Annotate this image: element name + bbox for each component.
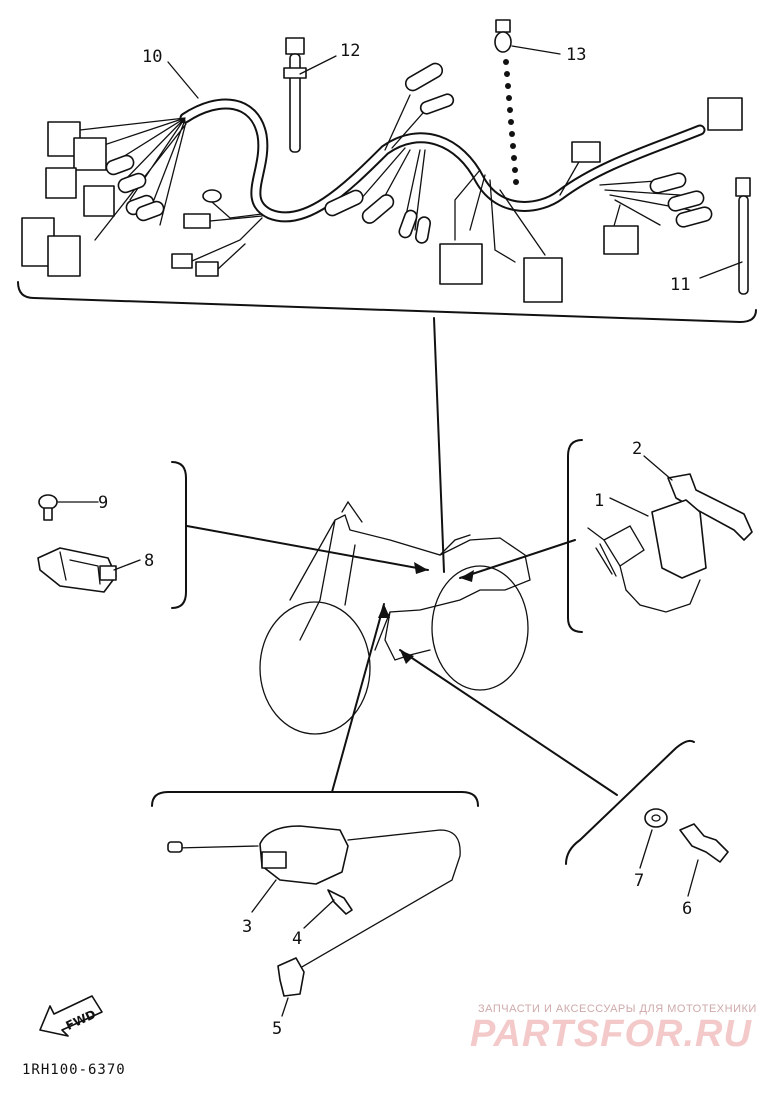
bullet-connector	[414, 216, 432, 244]
connector-small	[195, 261, 219, 277]
connector-block	[707, 97, 743, 131]
motorcycle-outline	[259, 500, 531, 735]
callout-10: 10	[142, 47, 162, 67]
connector-sleeve	[117, 172, 147, 194]
rear-wheel	[431, 565, 529, 691]
screw-9	[38, 494, 58, 510]
callout-8: 8	[144, 551, 154, 571]
connector-block	[603, 225, 639, 255]
callout-3: 3	[242, 917, 252, 937]
relay-mount-8	[37, 547, 117, 593]
ignition-coil-3	[259, 825, 349, 885]
callout-4: 4	[292, 929, 302, 949]
connector-sleeve	[135, 200, 165, 222]
cdi-unit-1	[651, 499, 707, 579]
bolt-4	[327, 889, 353, 915]
cable-tie-12	[285, 37, 305, 55]
connector-block	[83, 185, 115, 217]
front-wheel	[259, 601, 371, 735]
connector-block	[523, 257, 563, 303]
cable-tie-12-band	[283, 67, 307, 79]
washer-7	[644, 808, 668, 828]
callout-9: 9	[98, 493, 108, 513]
watermark-caption: ЗАПЧАСТИ И АКСЕССУАРЫ ДЛЯ МОТОТЕХНИКИ	[478, 1003, 757, 1015]
connector-block	[47, 235, 81, 277]
ground-ring-terminal	[202, 189, 222, 203]
callout-7: 7	[634, 871, 644, 891]
bolt-washer-group-6-7	[565, 739, 729, 865]
cdi-unit-group-1-2	[567, 439, 753, 633]
wire-harness-group	[17, 19, 757, 323]
group-bracket-right	[567, 439, 583, 633]
cable-tie-11	[735, 177, 751, 197]
group-bracket-bottom	[151, 791, 479, 807]
forward-direction-arrow: FWD	[39, 995, 103, 1037]
bracket-group-8-9	[37, 461, 187, 609]
connector-small	[171, 253, 193, 269]
leader-lines	[186, 317, 618, 796]
callout-leaders	[57, 45, 743, 1017]
connector-block	[73, 137, 107, 171]
bolt-6	[679, 823, 729, 863]
connector-block	[45, 167, 77, 199]
connector-block	[571, 141, 601, 163]
callout-13: 13	[566, 45, 586, 65]
callout-11: 11	[670, 275, 690, 295]
bullet-connector	[419, 93, 455, 115]
frame-outline	[289, 514, 531, 661]
connector-sleeve	[105, 154, 135, 176]
bullet-connector	[398, 209, 418, 239]
callout-labels: 10 12 13 11 2 1 9 8 3 4 5 7 6	[98, 41, 692, 1039]
callout-6: 6	[682, 899, 692, 919]
callout-2: 2	[632, 439, 642, 459]
connector-sleeve	[649, 172, 687, 194]
ignition-coil-group-3-4-5	[151, 791, 479, 997]
connector-sleeve	[667, 190, 705, 212]
drawing-code: 1RH100-6370	[22, 1062, 126, 1078]
bead-tie-13	[494, 19, 519, 185]
connector-small	[183, 213, 211, 229]
spark-plug-cap-5	[277, 957, 305, 997]
watermark: ЗАПЧАСТИ И АКСЕССУАРЫ ДЛЯ МОТОТЕХНИКИ PA…	[470, 1003, 757, 1055]
cable-tie-11-strap	[738, 195, 749, 295]
fwd-arrow-icon	[39, 995, 103, 1037]
group-bracket-bottom-right	[565, 739, 695, 865]
callout-12: 12	[340, 41, 360, 61]
bullet-connector	[404, 62, 444, 92]
harness-group-bracket	[17, 281, 757, 323]
callout-1: 1	[594, 491, 604, 511]
bullet-connector	[361, 194, 395, 224]
callout-5: 5	[272, 1019, 282, 1039]
watermark-brand: PARTSFOR.RU	[470, 1013, 752, 1055]
connector-sleeve	[675, 206, 713, 228]
connector-block	[439, 243, 483, 285]
group-bracket-left	[171, 461, 187, 609]
bullet-connector	[324, 189, 364, 217]
